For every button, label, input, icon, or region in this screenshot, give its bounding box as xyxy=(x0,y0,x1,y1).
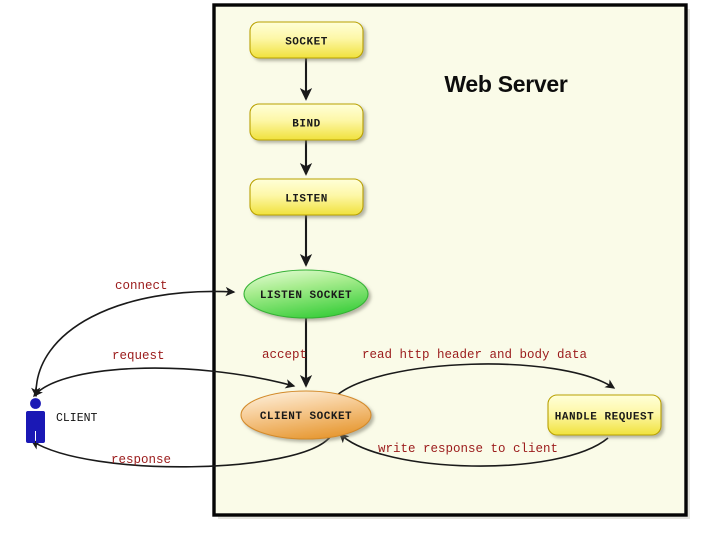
person-icon xyxy=(26,398,45,443)
edge-request xyxy=(33,367,296,398)
node-handle-request-shape[interactable] xyxy=(547,394,662,436)
client-server-edges xyxy=(30,286,331,468)
node-socket-shape[interactable] xyxy=(249,21,364,59)
node-socket-label: SOCKET xyxy=(285,37,328,49)
node-handle-request[interactable]: HANDLE REQUEST xyxy=(547,394,662,436)
handle-request-edges xyxy=(335,363,616,467)
edge-label-connect: connect xyxy=(115,279,168,293)
node-listen-socket-label: LISTEN SOCKET xyxy=(260,290,352,302)
edge-label-accept: accept xyxy=(262,348,307,362)
node-bind[interactable]: BIND xyxy=(249,103,364,141)
client-actor-label: CLIENT xyxy=(56,412,98,425)
node-bind-shape[interactable] xyxy=(249,103,364,141)
node-client-socket[interactable]: CLIENT SOCKET xyxy=(240,390,372,440)
edge-read-http xyxy=(335,363,616,397)
node-client-socket-shape[interactable] xyxy=(240,390,372,440)
edge-connect xyxy=(31,286,236,398)
node-listen-socket-shape[interactable] xyxy=(243,269,369,319)
node-handle-request-label: HANDLE REQUEST xyxy=(555,412,654,424)
node-listen-label: LISTEN xyxy=(285,194,328,206)
edge-labels: connect request response accept read htt… xyxy=(111,279,588,467)
node-socket[interactable]: SOCKET xyxy=(249,21,364,59)
edge-label-request: request xyxy=(112,349,165,363)
node-bind-label: BIND xyxy=(292,119,320,131)
edge-label-read-http: read http header and body data xyxy=(362,348,588,362)
edge-write-response xyxy=(338,433,609,467)
edge-label-write-response: write response to client xyxy=(378,442,558,456)
edge-response xyxy=(30,436,331,468)
node-listen-shape[interactable] xyxy=(249,178,364,216)
panel-title: Web Server xyxy=(444,71,567,97)
node-listen-socket[interactable]: LISTEN SOCKET xyxy=(243,269,369,319)
client-actor[interactable]: CLIENT xyxy=(26,398,98,443)
node-listen[interactable]: LISTEN xyxy=(249,178,364,216)
edge-label-response: response xyxy=(111,453,171,467)
node-client-socket-label: CLIENT SOCKET xyxy=(260,411,352,423)
